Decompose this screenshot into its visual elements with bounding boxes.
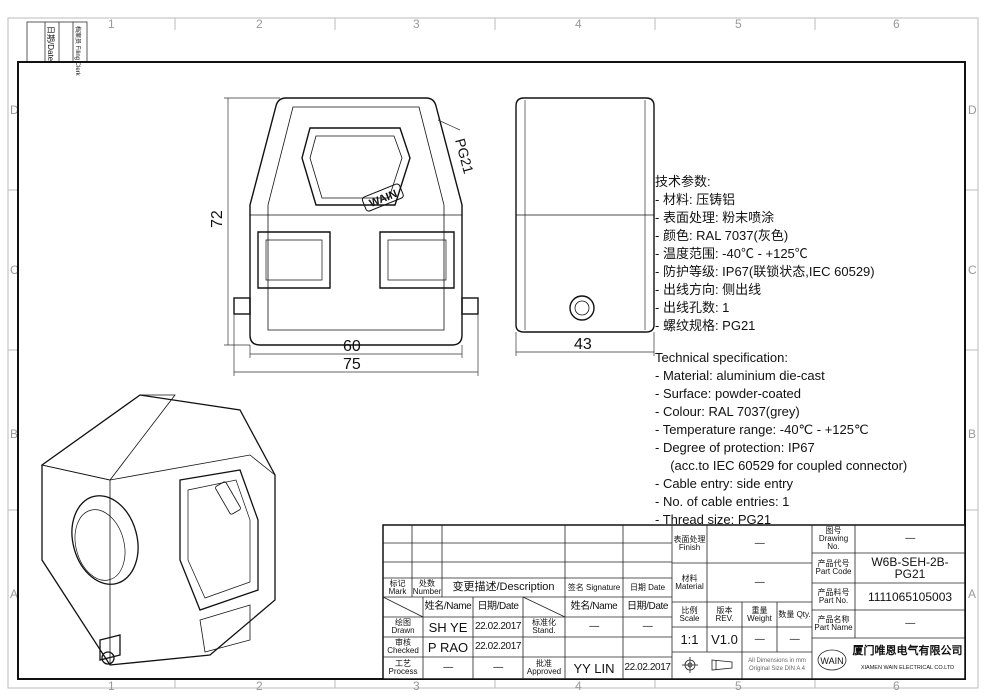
side-dimensions [515,332,655,356]
spec-en-line: - Colour: RAL 7037(grey) [655,404,800,419]
dim-inner-width: 60 [343,338,361,355]
spec-en-line: - Material: aluminium die-cast [655,368,825,383]
spec-cn-line: - 表面处理: 粉末喷涂 [655,210,774,225]
zone-col: 1 [108,17,115,31]
zone-labels: 1 2 3 4 5 6 1 2 3 4 5 6 D C B A D C B A [10,17,977,693]
title-block-grid: WAIN [382,524,966,680]
zone-col: 2 [256,17,263,31]
zone-row: B [10,427,18,441]
zone-row: D [968,103,977,117]
zone-col: 2 [256,679,263,693]
isometric-view [41,394,276,666]
front-view: WAIN [233,97,479,346]
spec-cn-title: 技术参数: [655,174,711,189]
spec-cn-line: - 温度范围: -40℃ - +125℃ [655,246,808,261]
filing-clerk: 档案员 Filing Clerk [74,26,82,77]
dim-side-width: 43 [574,336,592,353]
projection-symbol-icon [682,657,733,673]
zone-row: A [10,587,18,601]
zone-col: 6 [893,679,900,693]
wain-logo-front: WAIN [368,188,399,210]
spec-cn-line: - 材料: 压铸铝 [655,192,735,207]
spec-en-line: - No. of cable entries: 1 [655,494,789,509]
spec-en: Technical specification: - Material: alu… [655,350,907,527]
spec-en-line: - Temperature range: -40℃ - +125℃ [655,422,869,437]
spec-en-line: - Degree of protection: IP67 [655,440,815,455]
zone-col: 3 [413,17,420,31]
outer-frame [7,17,979,689]
spec-en-line: - Thread size: PG21 [655,512,771,527]
company-logo: WAIN [817,649,847,671]
spec-cn-line: - 出线孔数: 1 [655,300,729,315]
side-view [515,97,655,333]
filing-date: 日期/Date [46,26,55,62]
spec-cn-line: - 出线方向: 侧出线 [655,282,761,297]
spec-en-line: - Cable entry: side entry [655,476,794,491]
dim-outer-width: 75 [343,356,361,373]
zone-col: 5 [735,17,742,31]
spec-en-line: - Surface: powder-coated [655,386,801,401]
zone-col: 4 [575,17,582,31]
zone-row: C [968,263,977,277]
dim-height: 72 [209,210,226,228]
zone-row: D [10,103,19,117]
spec-cn: 技术参数: - 材料: 压铸铝 - 表面处理: 粉末喷涂 - 颜色: RAL 7… [655,174,875,333]
zone-col: 1 [108,679,115,693]
spec-en-title: Technical specification: [655,350,788,365]
thread-label: PG21 [452,137,477,176]
zone-row: A [968,587,976,601]
zone-col: 6 [893,17,900,31]
spec-cn-line: - 螺纹规格: PG21 [655,318,755,333]
spec-en-line: (acc.to IEC 60529 for coupled connector) [663,458,907,473]
zone-col: 5 [735,679,742,693]
zone-row: B [968,427,976,441]
spec-cn-line: - 防护等级: IP67(联锁状态,IEC 60529) [655,264,875,279]
zone-row: C [10,263,19,277]
zone-col: 4 [575,679,582,693]
zone-ticks [8,18,978,688]
front-dimensions [224,97,479,376]
company-logo-text: WAIN [820,656,843,666]
zone-col: 3 [413,679,420,693]
filing-box: 日期/Date 档案员 Filing Clerk [26,21,88,77]
spec-cn-line: - 颜色: RAL 7037(灰色) [655,228,788,243]
